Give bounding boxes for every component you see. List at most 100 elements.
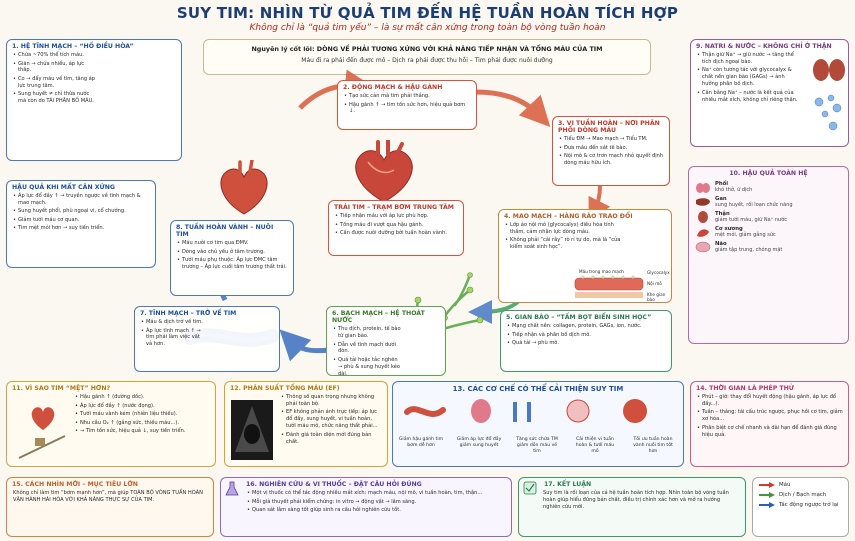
organ-name: Cơ xương [715, 226, 743, 233]
box-12-item: EF không phản ánh trực tiếp: áp lực đổ đ… [281, 409, 382, 430]
box-microcirculation: 3. VI TUẦN HOÀN – NƠI PHÂN PHỐI DÒNG MÁU… [552, 116, 670, 186]
box-16-item: Một vị thuốc có thể tác động nhiều mắt x… [247, 490, 506, 497]
box-7-item: Máu & dịch trở về tim. [141, 319, 204, 326]
box-capillaries: 4. MAO MẠCH – HÀNG RÀO TRAO ĐỔI Lớp áo n… [498, 209, 672, 303]
box-15-text: Không chỉ làm tim “bơm mạnh hơn”, mà giú… [13, 490, 203, 503]
box-sodium-water: 9. NATRI & NƯỚC – KHÔNG CHỈ Ở THẬN Thận … [690, 39, 849, 147]
box-3-item: Tiểu ĐM → Mao mạch → Tiểu TM. [559, 136, 664, 143]
box-2-item: Tạo sức cản mà tim phải thắng. [344, 93, 471, 100]
box-improvement-mechanisms: 13. CÁC CƠ CHẾ CÓ THỂ CẢI THIỆN SUY TIM [392, 381, 684, 467]
box-heart-central-pump: TRÁI TIM – TRẠM BƠM TRUNG TÂM Tiếp nhận … [328, 200, 464, 256]
box-17-text: Suy tim là rối loạn của cả hệ tuần hoàn … [543, 490, 729, 510]
box-3-title: 3. VI TUẦN HOÀN – NƠI PHÂN PHỐI DÒNG MÁU [558, 120, 660, 135]
page-subtitle: Không chỉ là “quả tim yếu” – là sự mất c… [249, 23, 606, 33]
core-principle-box: Nguyên lý cốt lõi: DÒNG VỀ PHẢI TƯƠNG XỨ… [203, 39, 651, 75]
box-14-item: Phân biệt cơ chế nhanh và dài hạn để đán… [697, 425, 843, 439]
box-1-item: Chứa ~70% thể tích máu. [13, 52, 98, 59]
box-16-item: Quan sát lâm sàng tốt giúp sinh ra câu h… [247, 507, 506, 514]
legend-label: Tác động ngược trở lại [779, 502, 839, 508]
capillary-label-glycocalyx: Glycocalyx [647, 270, 670, 275]
organ-desc: khó thở, ứ dịch [715, 187, 753, 194]
box-why-heart-tired: 11. VÌ SAO TIM “MỆT” HƠN? Hậu gánh ↑ (đư… [6, 381, 216, 467]
principle-line-1: Nguyên lý cốt lõi: DÒNG VỀ PHẢI TƯƠNG XỨ… [251, 45, 603, 53]
mechanism-filling-pressure: Giảm áp lực đổ đầy giảm sung huyết [456, 437, 502, 448]
box-11-item: → Tim tốn sức, hiệu quả ↓, suy tiến triể… [75, 428, 210, 435]
green-arrow-icon [759, 492, 775, 498]
box-lymphatics: 6. BẠCH MẠCH – HỆ THOÁT NƯỚC Thu dịch, p… [326, 306, 446, 376]
organ-desc: giảm tập trung, chóng mặt [715, 247, 783, 254]
box-8-item: Dòng vào chủ yếu ở tâm trương. [177, 249, 288, 256]
box-imbalance-consequences: HẬU QUẢ KHI MẤT CÂN XỨNG Áp lực đổ đầy ↑… [6, 180, 156, 268]
box-6-title: 6. BẠCH MẠCH – HỆ THOÁT NƯỚC [332, 310, 425, 325]
legend-label: Dịch / Bạch mạch [779, 492, 827, 498]
box-10-title: 10. HẬU QUẢ TOÀN HỆ [729, 170, 808, 177]
box-1-item: Sung huyết ≠ chỉ thừa nước mà còn do TÁI… [13, 91, 98, 105]
box-9-item: Cân bằng Na⁺ – nước là kết quả của nhiều… [697, 90, 800, 104]
center-box-item: Cần được nuôi dưỡng bởi tuần hoàn vành. [335, 230, 458, 237]
box-3-item: Nội mô & cơ trơn mạch nhỏ quyết định dòn… [559, 153, 664, 167]
box-6-item: Thu dịch, protein, tế bào từ gian bào. [333, 326, 402, 340]
box-9-item: Na⁺ còn tương tác với glycocalyx & chất … [697, 67, 800, 88]
box-12-item: Thông số quan trọng nhưng không phải toà… [281, 394, 382, 408]
lungs-icon [696, 183, 710, 194]
box-research-drugs: 16. NGHIÊN CỨU & VI THUỐC – ĐẶT CÂU HỎI … [220, 477, 512, 537]
box-4-title: 4. MAO MẠCH – HÀNG RÀO TRAO ĐỔI [504, 213, 633, 220]
left-box-title: HẬU QUẢ KHI MẤT CÂN XỨNG [12, 184, 115, 191]
kidney-icon [813, 59, 845, 131]
page-title: SUY TIM: NHÌN TỪ QUẢ TIM ĐẾN HỆ TUẦN HOÀ… [176, 4, 679, 22]
heart-illustration [355, 140, 413, 203]
muscle-icon [697, 229, 709, 237]
legend-label: Máu [779, 482, 791, 488]
box-16-item: Mỗi giả thuyết phải kiểm chứng: in vitro… [247, 499, 506, 506]
capillary-label-blood: Máu trong mao mạch [579, 269, 624, 274]
organ-name: Thận [715, 211, 730, 218]
organ-desc: sung huyết, rối loạn chức năng [715, 202, 793, 209]
center-box-item: Tống máu đi vượt qua hậu gánh. [335, 222, 458, 229]
box-12-title: 12. PHÂN SUẤT TỐNG MÁU (EF) [230, 385, 340, 392]
box-11-item: Hậu gánh ↑ (đường dốc). [75, 394, 210, 401]
box-time-test: 14. THỜI GIAN LÀ PHÉP THỬ Phút – giờ: th… [690, 381, 849, 467]
box-8-title: 8. TUẦN HOÀN VÀNH – NUÔI TIM [176, 224, 274, 239]
red-arrow-icon [759, 482, 775, 488]
box-5-title: 5. GIAN BÀO – “TẤM BỌT BIỂN SINH HỌC” [506, 314, 652, 321]
echo-image [231, 400, 273, 460]
box-14-title: 14. THỜI GIAN LÀ PHÉP THỬ [696, 385, 794, 392]
box-11-item: Nhu cầu O₂ ↑ (gắng sức, thiếu máu...). [75, 420, 210, 427]
left-box-item: Áp lực đổ đầy ↑ → truyền ngược về tĩnh m… [13, 193, 150, 207]
box-13-title: 13. CÁC CƠ CHẾ CÓ THỂ CẢI THIỆN SUY TIM [452, 385, 624, 393]
organ-desc: giảm tưới máu, giữ Na⁺ nước [715, 217, 788, 224]
box-8-item: Tưới máu phụ thuộc: Áp lực ĐMC tâm trươn… [177, 257, 288, 271]
principle-line-2: Máu đi ra phải đến được mô – Dịch ra phả… [301, 57, 553, 64]
mechanism-microcirculation: Cải thiện vi tuần hoàn & tưới máu mô [575, 437, 615, 454]
box-17-title: 17. KẾT LUẬN [544, 481, 592, 488]
legend: Máu Dịch / Bạch mạch Tác động ngược trở … [752, 477, 849, 537]
box-ejection-fraction: 12. PHÂN SUẤT TỐNG MÁU (EF) Thông số qua… [224, 381, 388, 467]
box-3-item: Đưa máu đến sát tế bào. [559, 145, 664, 152]
organ-name: Gan [715, 196, 727, 203]
box-14-item: Tuần – tháng: tái cấu trúc ngược, phục h… [697, 409, 843, 423]
capillary-label-interstitial-gap: Khe gian bào [647, 292, 666, 302]
box-conclusion: 17. KẾT LUẬN Suy tim là rối loạn của cả … [518, 477, 746, 537]
liver-icon [696, 198, 710, 206]
mechanism-icons [404, 399, 647, 423]
box-5-item: Tiếp nhận và phân bố dịch mô. [507, 332, 666, 339]
box-new-perspective: 15. CÁCH NHÌN MỚI – MỤC TIÊU LỚN Không c… [6, 477, 214, 537]
capillary-illustration [574, 275, 644, 298]
legend-item-blood: Máu [759, 482, 848, 488]
center-box-title: TRÁI TIM – TRẠM BƠM TRUNG TÂM [334, 204, 454, 211]
box-arteries-afterload: 2. ĐỘNG MẠCH & HẬU GÁNH Tạo sức cản mà t… [337, 80, 477, 130]
box-14-item: Phút – giờ: thay đổi huyết động (hậu gán… [697, 394, 843, 408]
box-1-item: Co → đẩy máu về tim, tăng áp lực trung t… [13, 76, 98, 90]
kidney-icon [698, 211, 708, 224]
box-7-item: Áp lực tĩnh mạch ↑ → tim phải làm việc v… [141, 328, 204, 349]
brain-icon [695, 241, 711, 253]
box-8-item: Máu nuôi cơ tim qua ĐMV. [177, 240, 288, 247]
box-11-item: Áp lực đổ đầy ↑ (nước đọng). [75, 403, 210, 410]
left-heart-illustration [220, 160, 268, 215]
box-16-title: 16. NGHIÊN CỨU & VI THUỐC – ĐẶT CÂU HỎI … [246, 481, 422, 488]
box-6-item: Dẫn về tĩnh mạch dưới đòn. [333, 342, 402, 356]
box-5-item: Mạng chất nền: collagen, protein, GAGs, … [507, 323, 666, 330]
